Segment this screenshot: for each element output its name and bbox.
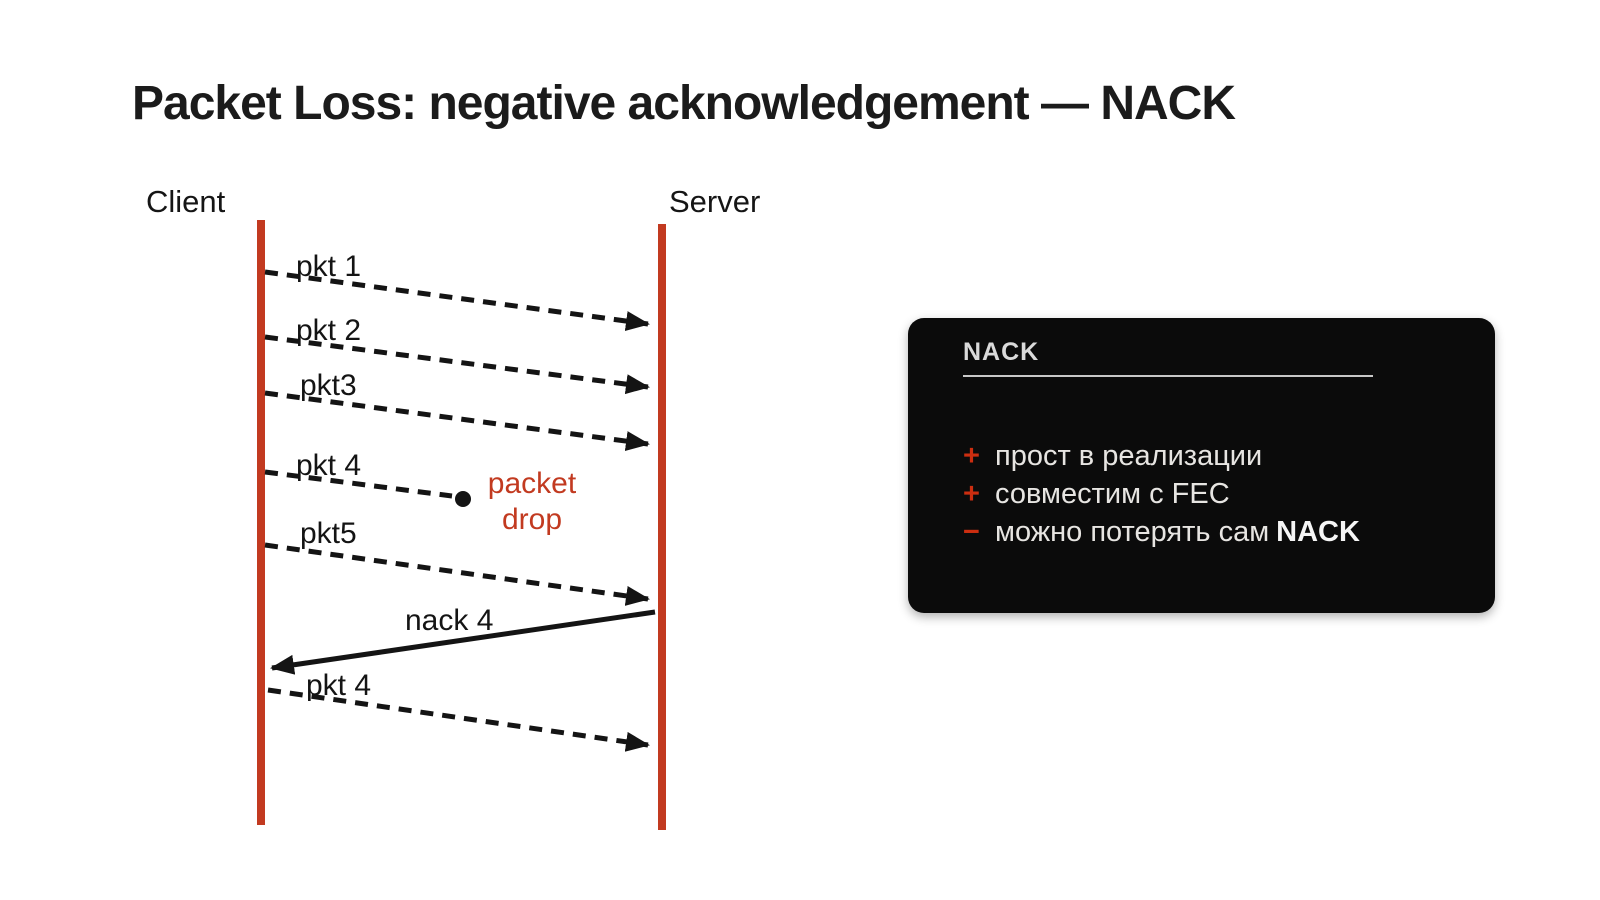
packet-drop-note: packet drop xyxy=(462,466,602,538)
nack-card: NACK + прост в реализации + совместим с … xyxy=(908,318,1495,613)
plus-icon: + xyxy=(963,478,980,510)
list-item-text: прост в реализации xyxy=(995,440,1263,472)
message-label-pkt-4-lost: pkt 4 xyxy=(296,449,362,482)
list-item: − можно потерять сам NACK xyxy=(963,516,1360,554)
message-label-nack-4: nack 4 xyxy=(405,604,494,637)
packet-drop-note-line2: drop xyxy=(501,503,563,536)
nack-card-title: NACK xyxy=(963,338,1040,366)
list-item-text: можно потерять сам xyxy=(995,516,1270,548)
list-item-bold-text: NACK xyxy=(1276,516,1360,548)
message-label-pkt-2: pkt 2 xyxy=(296,314,362,347)
message-label-pkt-1: pkt 1 xyxy=(296,250,362,283)
nack-card-list: + прост в реализации + совместим с FEC −… xyxy=(963,440,1360,554)
plus-icon: + xyxy=(963,440,980,472)
list-item: + совместим с FEC xyxy=(963,478,1360,516)
nack-card-divider xyxy=(963,375,1373,377)
message-label-pkt-3: pkt3 xyxy=(300,369,357,402)
server-lifeline xyxy=(658,224,666,830)
list-item: + прост в реализации xyxy=(963,440,1360,478)
message-label-pkt-5: pkt5 xyxy=(300,517,357,550)
client-actor-label: Client xyxy=(146,184,226,219)
server-actor-label: Server xyxy=(669,184,761,219)
minus-icon: − xyxy=(963,516,980,548)
packet-drop-note-line1: packet xyxy=(487,467,577,500)
page-title: Packet Loss: negative acknowledgement — … xyxy=(132,77,1236,130)
message-label-pkt-4-resend: pkt 4 xyxy=(306,669,372,702)
message-arrow-pkt-5 xyxy=(264,542,650,606)
list-item-text: совместим с FEC xyxy=(995,478,1230,510)
client-lifeline xyxy=(257,220,265,825)
